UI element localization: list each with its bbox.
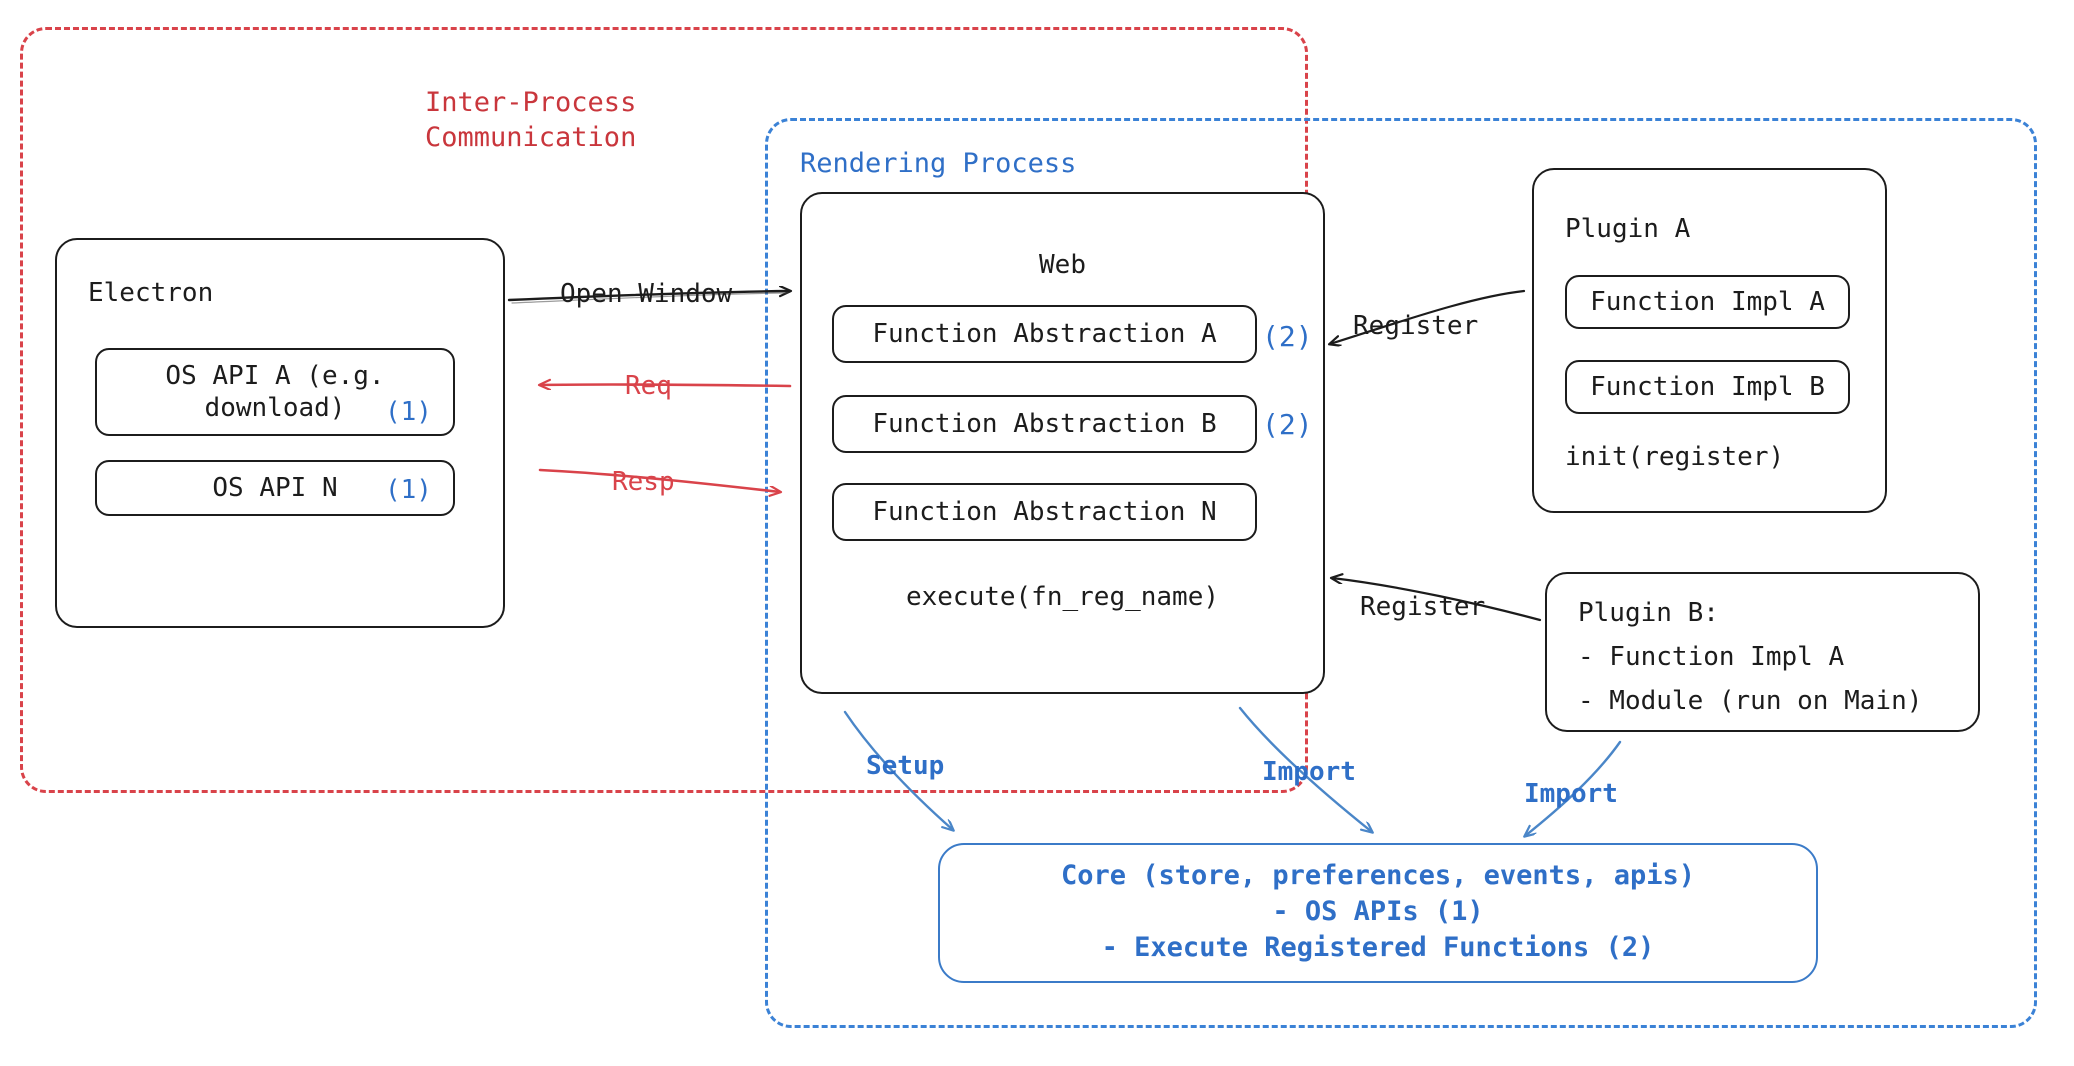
marker-os-api-a: (1) (385, 397, 432, 427)
marker-function-abstraction-a: (2) (1262, 320, 1313, 353)
marker-os-api-n: (1) (385, 475, 432, 505)
node-function-abstraction-a[interactable]: Function Abstraction A (832, 305, 1257, 363)
node-function-abstraction-b[interactable]: Function Abstraction B (832, 395, 1257, 453)
edge-label-import-web: Import (1262, 757, 1356, 787)
node-web-title: Web (1039, 250, 1086, 280)
group-rendering-process (765, 118, 2037, 1028)
edge-label-import-plugin-b: Import (1524, 779, 1618, 809)
node-function-impl-b[interactable]: Function Impl B (1565, 360, 1850, 414)
node-plugin-b-title: Plugin B: (1578, 598, 1719, 628)
node-plugin-a-init-label: init(register) (1565, 442, 1785, 472)
node-web-execute-label: execute(fn_reg_name) (905, 582, 1220, 612)
node-core[interactable] (938, 843, 1818, 983)
edge-label-setup: Setup (866, 751, 945, 781)
node-os-api-a[interactable]: OS API A (e.g. download) (95, 348, 455, 436)
node-plugin-b-item-function-impl-a: - Function Impl A (1578, 642, 1845, 672)
marker-function-abstraction-b: (2) (1262, 408, 1313, 441)
node-function-impl-a[interactable]: Function Impl A (1565, 275, 1850, 329)
edge-label-register-plugin-b: Register (1360, 592, 1486, 622)
group-label-rendering-process: Rendering Process (800, 148, 1077, 179)
node-function-abstraction-n[interactable]: Function Abstraction N (832, 483, 1257, 541)
edge-label-open-window: Open Window (560, 279, 733, 309)
node-plugin-a-title: Plugin A (1565, 214, 1691, 244)
node-plugin-b-item-module: - Module (run on Main) (1578, 686, 1923, 716)
node-electron-title: Electron (88, 278, 214, 308)
edge-label-req: Req (625, 371, 672, 401)
node-plugin-b[interactable] (1545, 572, 1980, 732)
edge-label-register-plugin-a: Register (1353, 311, 1479, 341)
group-label-inter-process-communication: Inter-Process Communication (425, 87, 637, 153)
node-plugin-a[interactable] (1532, 168, 1887, 513)
node-os-api-n[interactable]: OS API N (95, 460, 455, 516)
node-core-text: Core (store, preferences, events, apis) … (1061, 860, 1695, 963)
edge-label-resp: Resp (612, 467, 675, 497)
